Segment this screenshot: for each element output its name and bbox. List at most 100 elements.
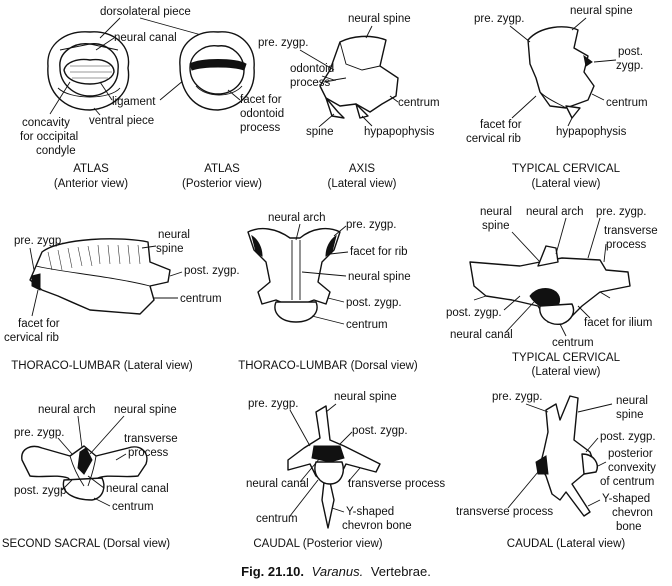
label-transverse: transverse — [124, 433, 178, 445]
label-neural-arch: neural arch — [526, 206, 584, 218]
label-ligament: ligament — [112, 96, 156, 108]
figure-title: Vertebrae. — [371, 564, 431, 579]
label-post: post. — [618, 46, 643, 58]
label-facet-for: facet for — [18, 318, 60, 330]
label-concavity: concavity — [22, 117, 70, 129]
label-ventral-piece: ventral piece — [89, 115, 154, 127]
label-pre-zygp: pre. zygp. — [474, 13, 525, 25]
label-process: process — [290, 77, 331, 89]
label-facet-for-rib: facet for rib — [350, 246, 408, 258]
label-y-shaped: Y-shaped — [602, 493, 650, 505]
label-post-zygp: post. zygp. — [346, 297, 402, 309]
label-neural: neural — [616, 395, 648, 407]
label-spine: spine — [306, 126, 334, 138]
caption-axis-title: AXIS — [349, 163, 376, 175]
label-facet-for-ilium: facet for ilium — [584, 317, 652, 329]
caption-thoraco-lumbar-dorsal: THORACO-LUMBAR (Dorsal view) — [238, 360, 418, 372]
figure-caption: Fig. 21.10. Varanus. Vertebrae. — [241, 564, 431, 579]
caption-cervical-view: (Lateral view) — [531, 178, 600, 190]
label-centrum: centrum — [398, 97, 440, 109]
label-centrum: centrum — [180, 293, 222, 305]
figure-number: Fig. 21.10. — [241, 564, 304, 579]
label-hypapophysis: hypapophysis — [364, 126, 435, 138]
label-odontoid: odontoid — [240, 108, 284, 120]
label-neural-spine: neural spine — [348, 13, 411, 25]
caption-atlas-posterior-title: ATLAS — [204, 163, 240, 175]
label-centrum: centrum — [552, 337, 594, 349]
caption-atlas-posterior-view: (Posterior view) — [182, 178, 262, 190]
label-cervical-rib: cervical rib — [466, 133, 521, 145]
caption-cervical-2-view: (Lateral view) — [531, 366, 600, 378]
label-post-zygp: post. zygp. — [184, 265, 240, 277]
label-neural-arch: neural arch — [268, 212, 326, 224]
label-centrum: centrum — [346, 319, 388, 331]
label-centrum: centrum — [256, 513, 298, 525]
label-process: process — [240, 122, 281, 134]
caption-axis-view: (Lateral view) — [327, 178, 396, 190]
label-bone: bone — [616, 521, 642, 533]
axis-drawing — [319, 35, 399, 119]
label-post-zygp: post. zygp. — [14, 485, 70, 497]
caption-thoraco-lumbar-lateral: THORACO-LUMBAR (Lateral view) — [11, 360, 193, 372]
caption-atlas-anterior-title: ATLAS — [73, 163, 109, 175]
caption-caudal-posterior: CAUDAL (Posterior view) — [253, 538, 382, 550]
typical-cervical-2-drawing — [469, 245, 631, 325]
label-condyle: condyle — [36, 145, 76, 157]
label-facet-for: facet for — [480, 119, 522, 131]
label-neural-spine: neural spine — [334, 391, 397, 403]
label-post-zygp: post. zygp. — [600, 431, 656, 443]
label-pre-zygp: pre. zygp. — [596, 206, 647, 218]
label-neural-spine: neural spine — [114, 404, 177, 416]
thoraco-lumbar-lateral-drawing — [29, 238, 171, 315]
label-of-centrum: of centrum — [600, 476, 654, 488]
label-zygp: zygp. — [616, 60, 644, 72]
label-process: process — [606, 239, 647, 251]
label-post-zygp: post. zygp. — [352, 425, 408, 437]
label-neural-arch: neural arch — [38, 404, 96, 416]
label-convexity: convexity — [608, 462, 656, 474]
label-chevron: chevron — [612, 507, 653, 519]
label-pre-zygp: pre. zygp. — [14, 235, 65, 247]
label-cervical-rib: cervical rib — [4, 332, 59, 344]
label-post-zygp: post. zygp. — [446, 307, 502, 319]
label-y-shaped: Y-shaped — [346, 506, 394, 518]
label-neural: neural — [158, 229, 190, 241]
caption-cervical-2-title: TYPICAL CERVICAL — [512, 352, 621, 364]
label-centrum: centrum — [112, 501, 154, 513]
atlas-posterior-drawing — [179, 31, 255, 111]
label-pre-zygp: pre. zygp. — [14, 427, 65, 439]
figure-genus: Varanus. — [312, 564, 364, 579]
label-chevron-bone: chevron bone — [342, 520, 412, 532]
label-spine: spine — [156, 243, 184, 255]
caption-second-sacral: SECOND SACRAL (Dorsal view) — [2, 538, 170, 550]
label-neural-canal: neural canal — [450, 329, 513, 341]
label-transverse: transverse — [604, 225, 658, 237]
thoraco-lumbar-dorsal-drawing — [247, 227, 341, 323]
label-facet-for: facet for — [240, 94, 282, 106]
label-pre-zygp: pre. zygp. — [258, 37, 309, 49]
label-pre-zygp: pre. zygp. — [492, 391, 543, 403]
label-posterior: posterior — [608, 448, 653, 460]
label-neural-canal: neural canal — [114, 32, 177, 44]
label-odontoid: odontoid — [290, 63, 334, 75]
label-neural-spine: neural spine — [348, 271, 411, 283]
caudal-posterior-drawing — [287, 405, 381, 529]
second-sacral-drawing — [21, 445, 148, 501]
label-hypapophysis: hypapophysis — [556, 126, 627, 138]
typical-cervical-lateral-drawing — [527, 26, 595, 119]
caption-atlas-anterior-view: (Anterior view) — [54, 178, 128, 190]
label-neural-canal: neural canal — [246, 478, 309, 490]
label-neural-canal: neural canal — [106, 483, 169, 495]
caption-caudal-lateral: CAUDAL (Lateral view) — [507, 538, 626, 550]
label-spine: spine — [482, 220, 510, 232]
label-spine: spine — [616, 409, 644, 421]
label-neural: neural — [480, 206, 512, 218]
label-pre-zygp: pre. zygp. — [346, 219, 397, 231]
caption-cervical-title: TYPICAL CERVICAL — [512, 163, 621, 175]
atlas-anterior-drawing — [47, 31, 130, 111]
label-process: process — [128, 447, 169, 459]
label-transverse-process: transverse process — [456, 506, 553, 518]
label-dorsolateral-piece: dorsolateral piece — [100, 6, 191, 18]
label-transverse-process: transverse process — [348, 478, 445, 490]
